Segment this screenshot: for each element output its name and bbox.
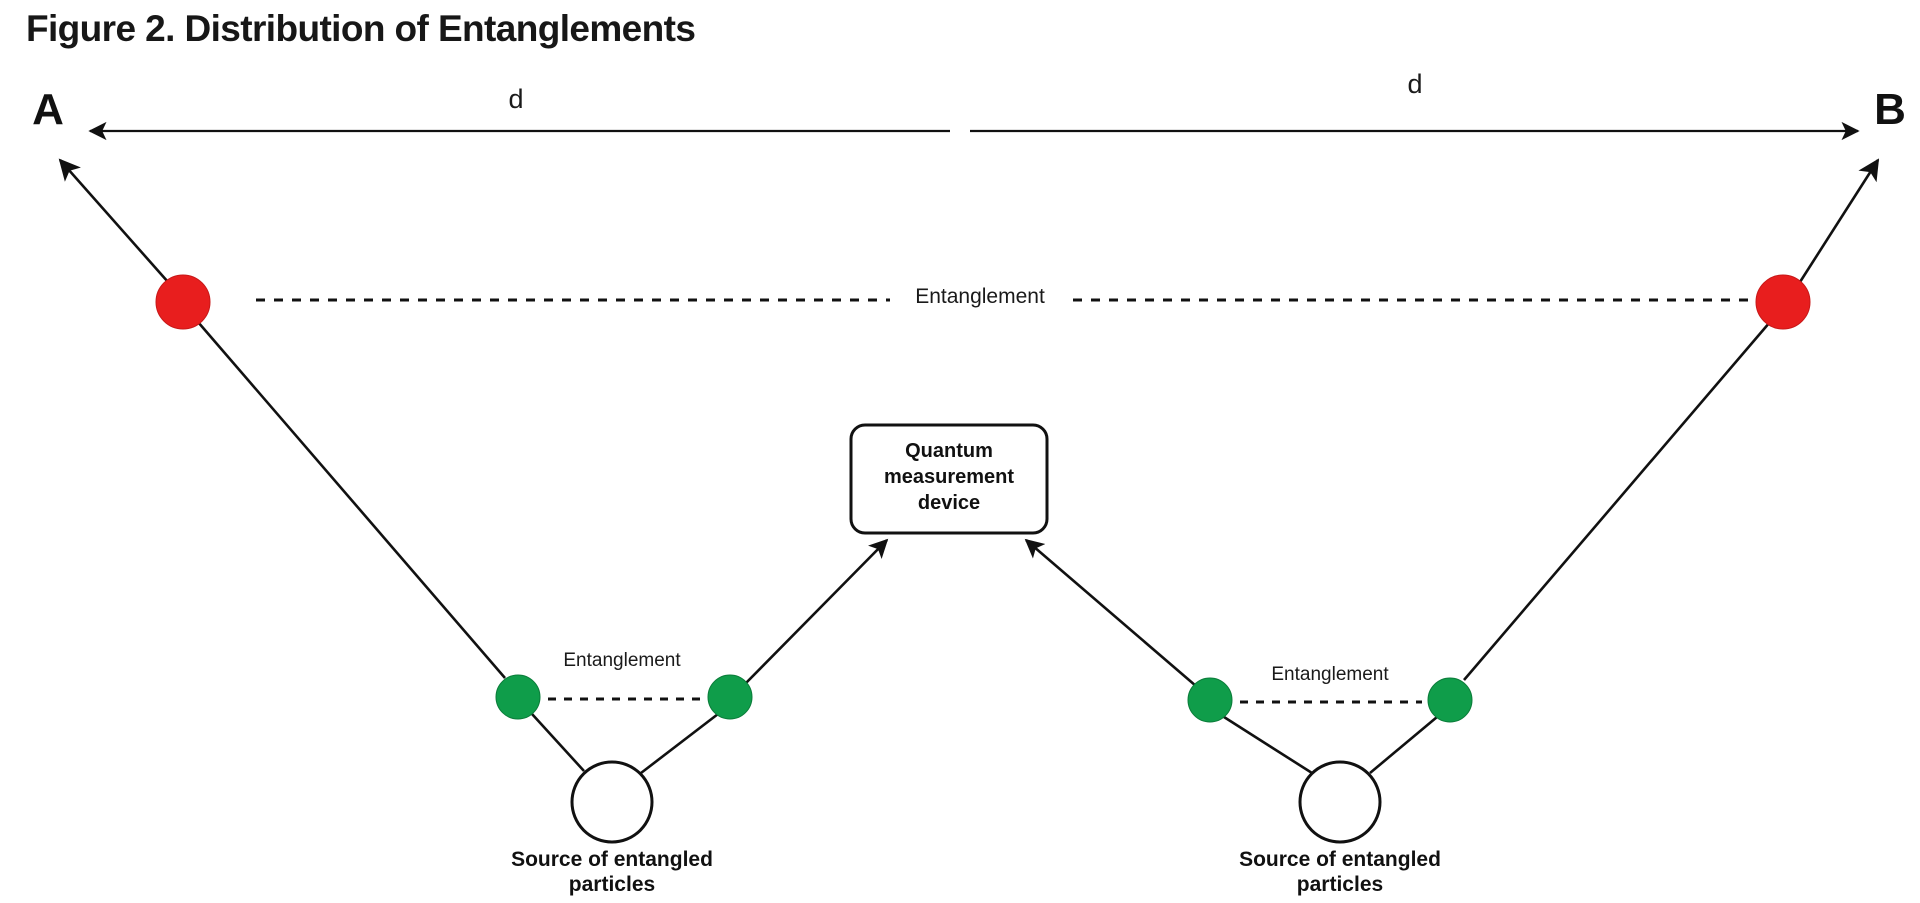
- link-right-inner-green-to-source: [1223, 715, 1313, 775]
- particle-path-to-b: [1798, 158, 1880, 283]
- source-label-left-line2: particles: [569, 873, 655, 896]
- endpoint-label-b: B: [1874, 85, 1906, 134]
- green-node-left-outer[interactable]: [495, 674, 541, 720]
- link-left-green-to-source: [531, 713, 585, 772]
- figure-title: Figure 2. Distribution of Entanglements: [26, 8, 696, 49]
- red-node-left[interactable]: [155, 274, 211, 330]
- green-node-right-outer[interactable]: [1427, 677, 1473, 723]
- endpoint-label-a: A: [32, 85, 64, 134]
- link-right-green-to-source: [1369, 716, 1438, 774]
- entanglement-label-right-source: Entanglement: [1271, 664, 1389, 685]
- source-label-left-line1: Source of entangled: [511, 848, 713, 871]
- green-node-left-inner[interactable]: [707, 674, 753, 720]
- source-circle-right[interactable]: [1298, 760, 1382, 844]
- particle-path-to-a: [58, 158, 169, 283]
- device-label-line3: device: [918, 492, 980, 514]
- red-node-right[interactable]: [1755, 274, 1811, 330]
- device-label-line1: Quantum: [905, 440, 993, 462]
- device-label-line2: measurement: [884, 466, 1014, 488]
- quantum-measurement-device-box[interactable]: [849, 423, 1049, 535]
- link-right-red-to-green: [1463, 321, 1771, 681]
- link-left-red-to-green: [197, 321, 506, 679]
- source-circle-left[interactable]: [570, 760, 654, 844]
- entanglement-label-left-source: Entanglement: [563, 650, 681, 671]
- source-label-right-line2: particles: [1297, 873, 1383, 896]
- entanglement-label-main: Entanglement: [915, 285, 1045, 308]
- source-label-right-line1: Source of entangled: [1239, 848, 1441, 871]
- distance-label-left: d: [508, 84, 523, 114]
- link-left-green-to-device: [744, 538, 889, 685]
- link-left-inner-green-to-source: [640, 712, 719, 775]
- link-right-green-to-device: [1024, 538, 1197, 687]
- green-node-right-inner[interactable]: [1187, 677, 1233, 723]
- distance-label-right: d: [1407, 69, 1422, 99]
